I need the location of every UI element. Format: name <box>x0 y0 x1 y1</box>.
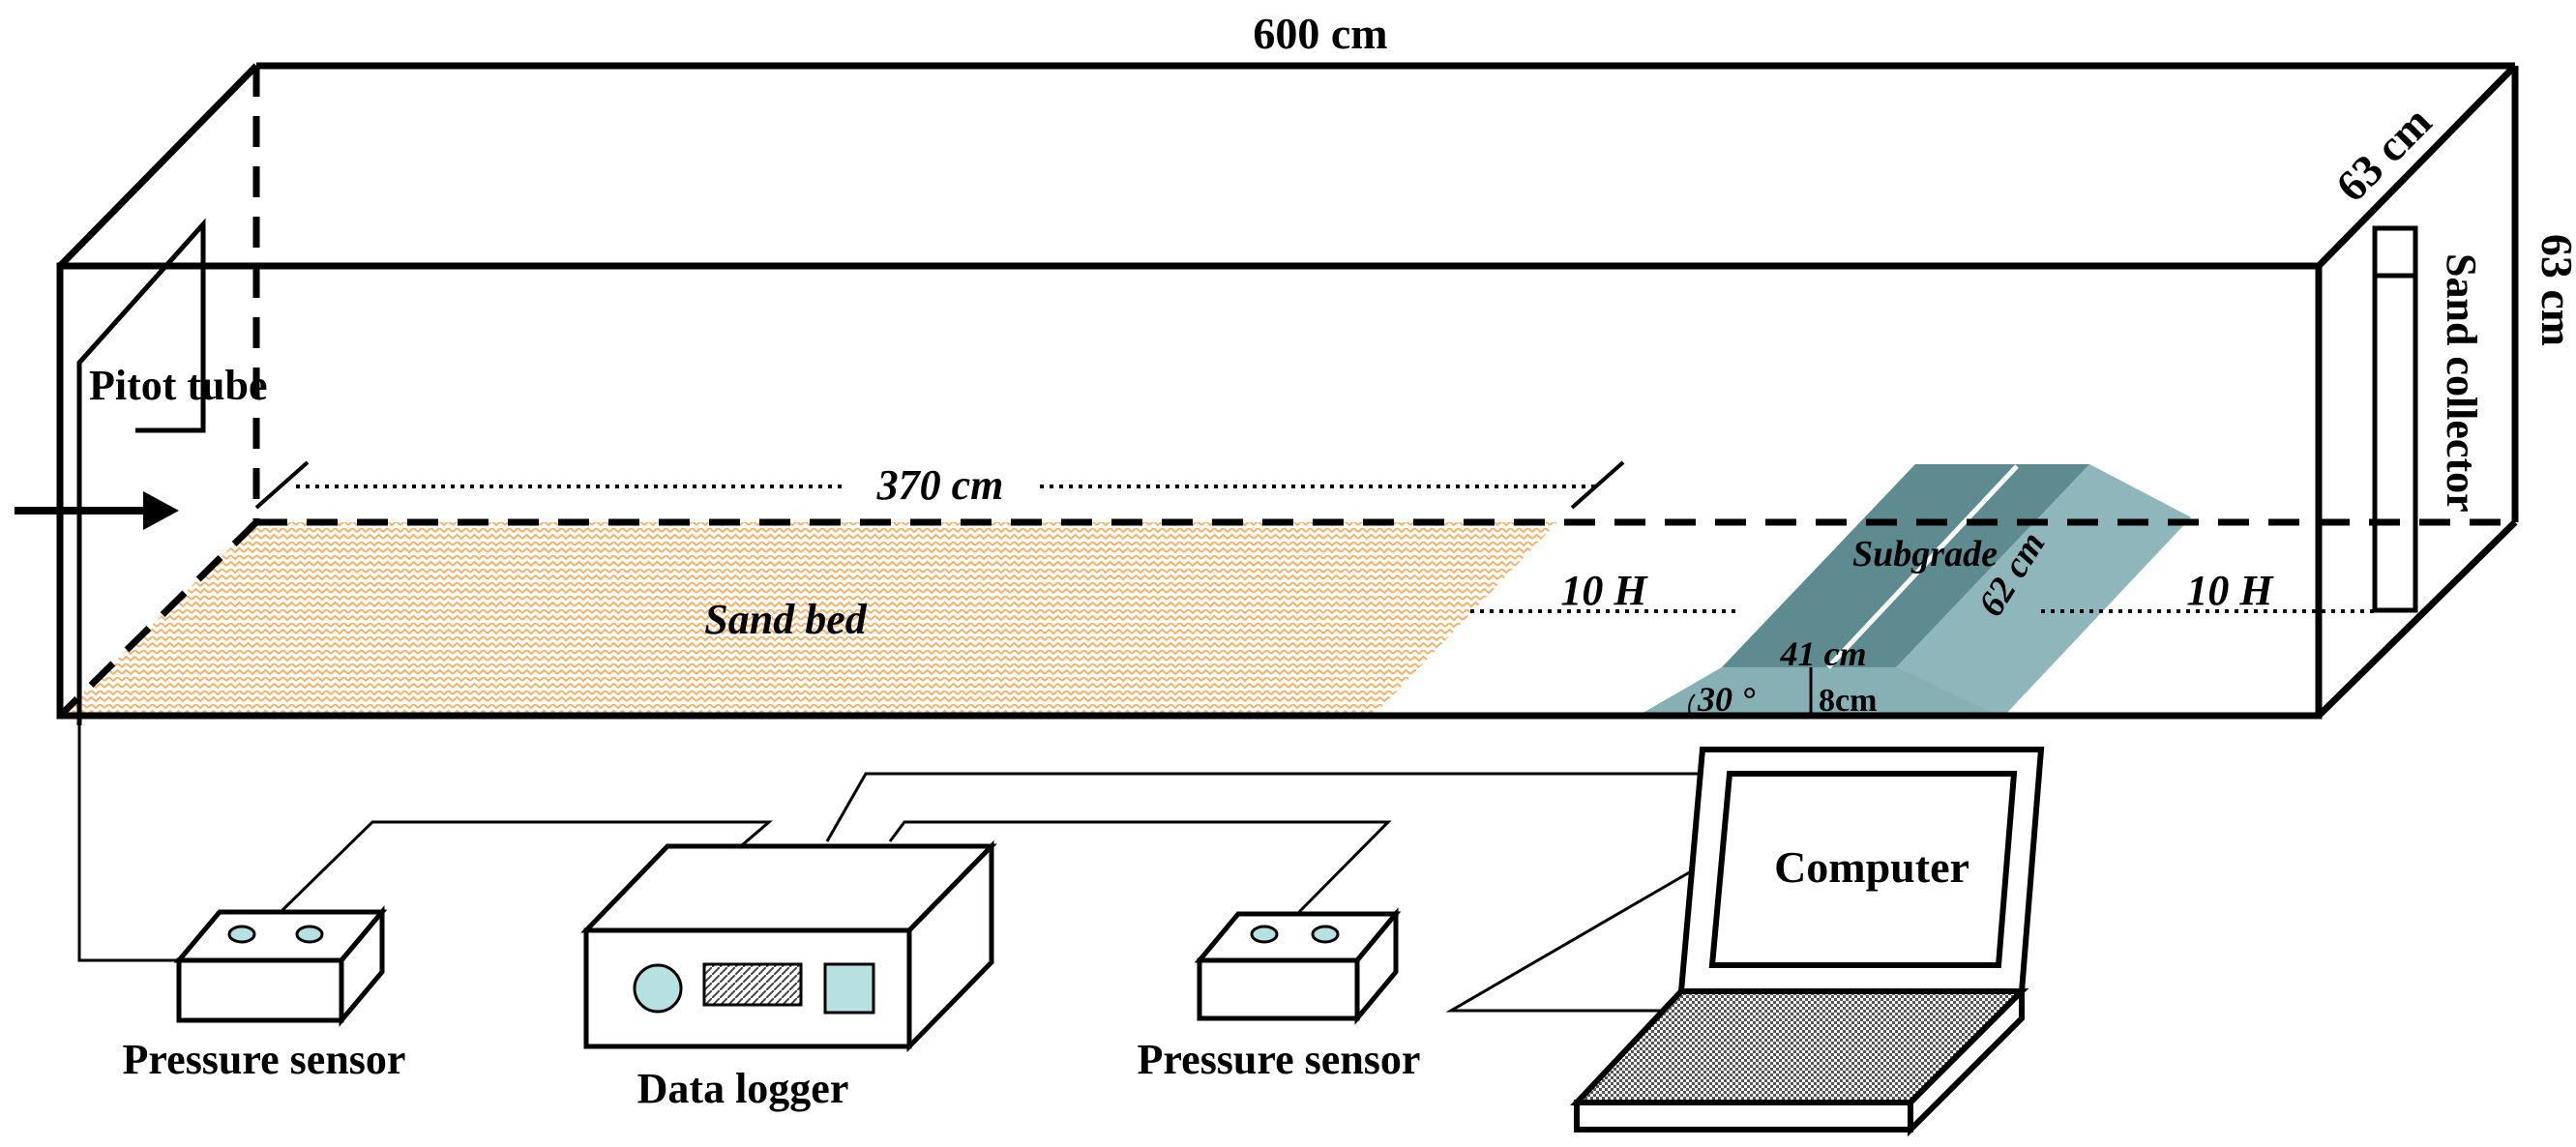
hidden-edge-diagonal <box>57 519 259 719</box>
subgrade <box>1635 464 2191 719</box>
cables <box>77 725 1707 1013</box>
subgrade-top-width-label: 41 cm <box>1780 634 1867 673</box>
slope-angle-label: 30 ° <box>1697 680 1756 719</box>
wind-tunnel-box <box>56 62 2519 720</box>
sensor-port <box>227 925 256 944</box>
pitot-tube <box>76 218 206 725</box>
logger-display <box>702 962 803 1007</box>
logger-button <box>823 962 875 1015</box>
pressure-sensor-left-label: Pressure sensor <box>123 1036 406 1083</box>
data-logger-label: Data logger <box>637 1065 849 1112</box>
height-label: 63 cm <box>2532 234 2576 346</box>
data-logger <box>580 839 997 1053</box>
sand-collector-label: Sand collector <box>2438 253 2485 513</box>
logger-knob <box>633 963 683 1014</box>
computer <box>1570 747 2045 1137</box>
subgrade-label: Subgrade <box>1852 534 1998 574</box>
sensor-port <box>1311 925 1340 944</box>
subgrade-height-label: 8cm <box>1819 683 1877 719</box>
wind-arrow <box>15 491 179 530</box>
pressure-sensor-right-label: Pressure sensor <box>1138 1036 1421 1083</box>
sand-bed <box>60 522 1557 716</box>
sensor-port <box>1250 925 1279 944</box>
dimension-370 <box>254 460 1625 510</box>
length-label: 600 cm <box>1253 9 1387 58</box>
sand-bed-label: Sand bed <box>704 596 867 643</box>
width-label: 63 cm <box>2326 97 2441 211</box>
pressure-sensor-left <box>173 905 388 1027</box>
gap-upwind-label: 10 H <box>1560 567 1648 614</box>
gap-downwind-label: 10 H <box>2186 567 2274 614</box>
pitot-tube-label: Pitot tube <box>89 362 268 409</box>
computer-label: Computer <box>1774 842 1969 892</box>
sensor-port <box>295 925 324 944</box>
sand-collector <box>2372 225 2418 613</box>
sand-bed-length-label: 370 cm <box>876 461 1004 509</box>
pressure-sensor-right <box>1194 907 1402 1025</box>
